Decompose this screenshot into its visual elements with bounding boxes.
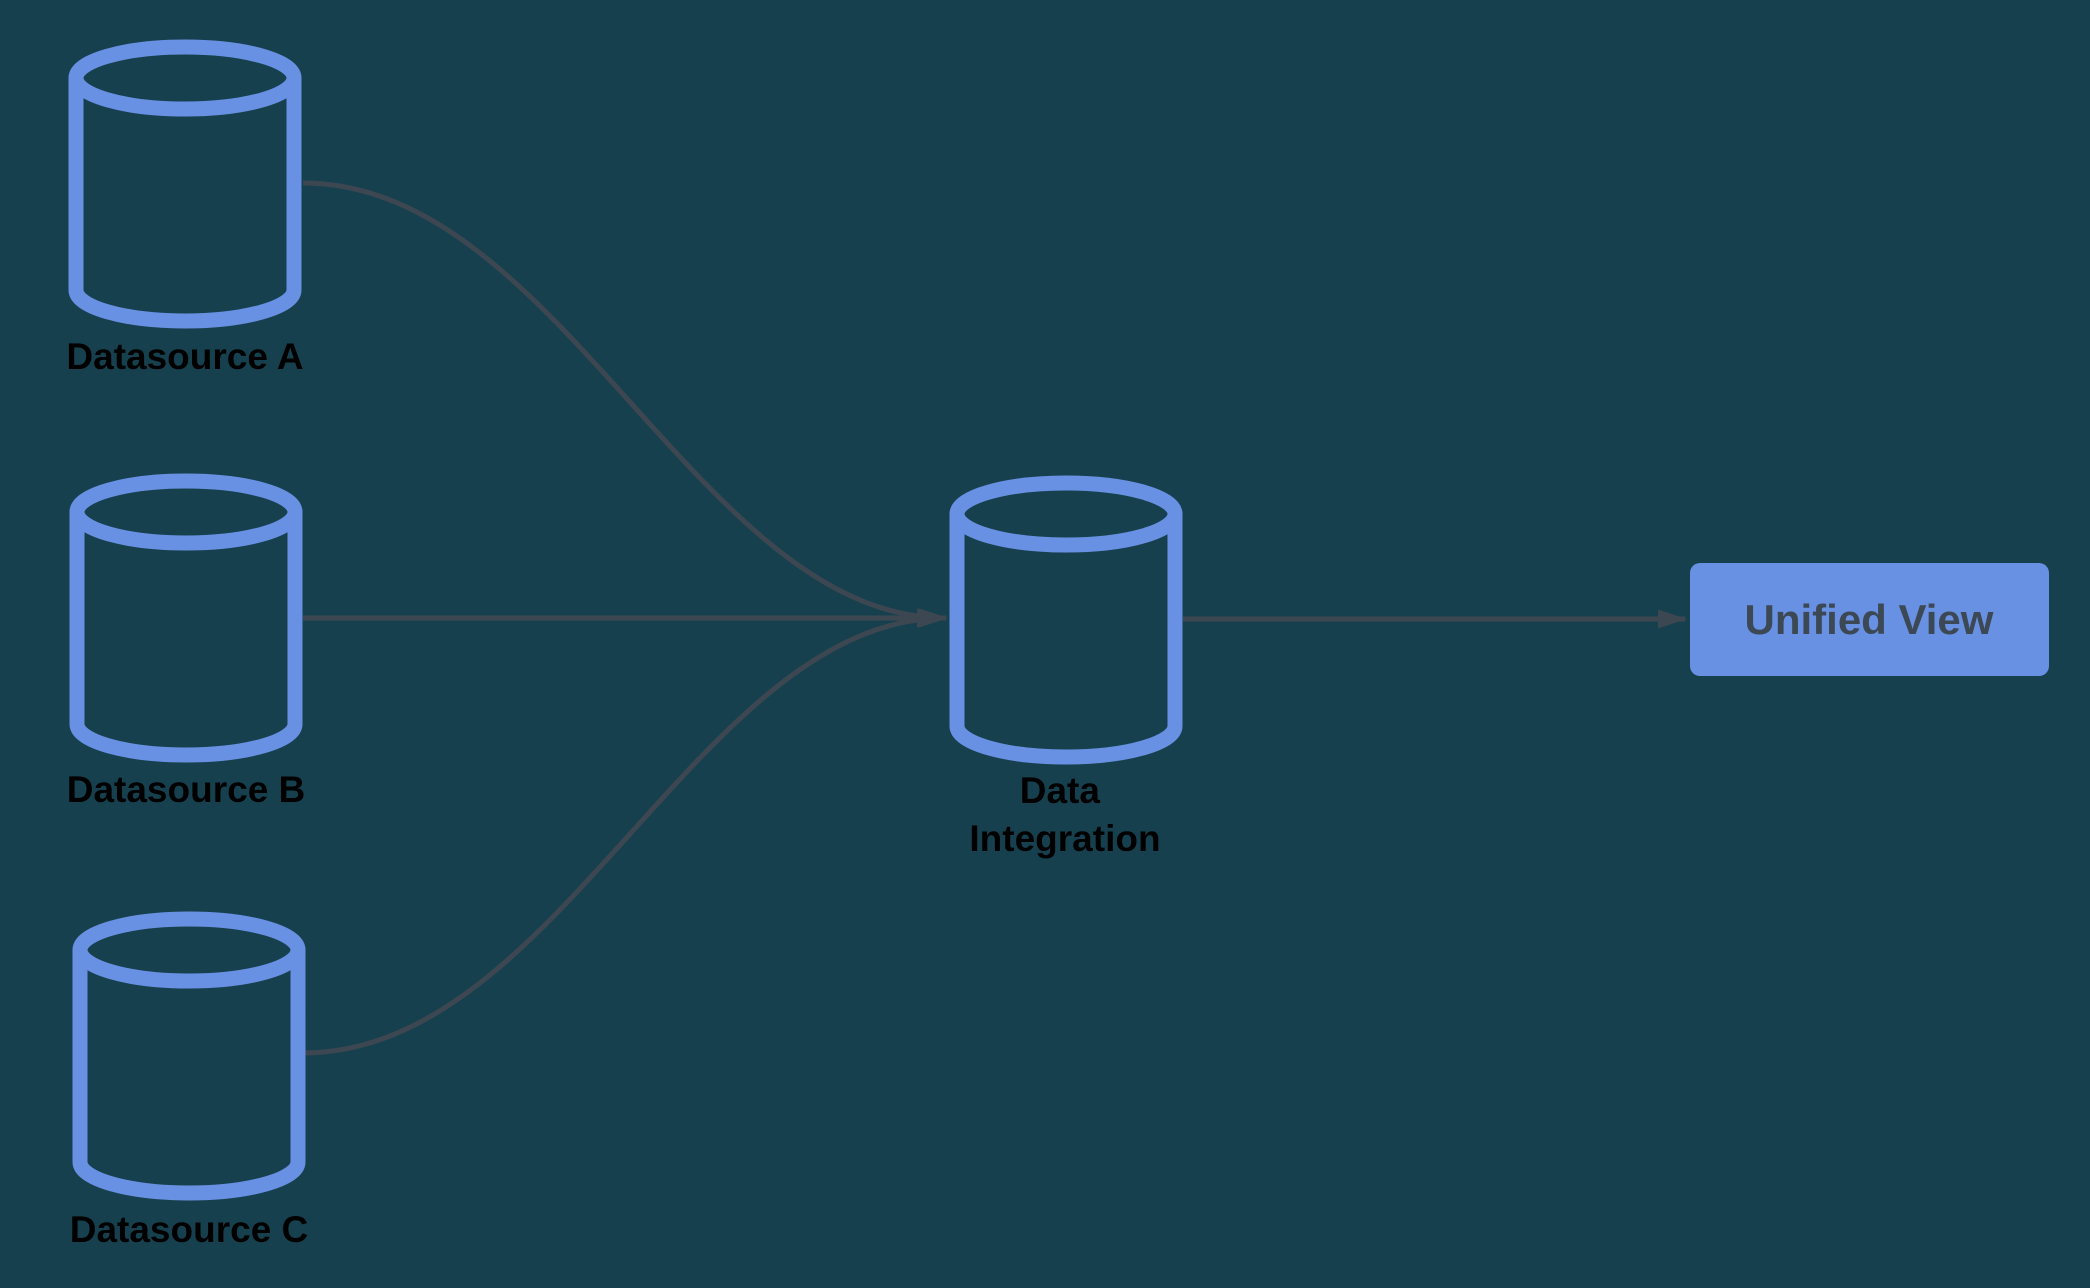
node-label-datasource-b: Datasource B <box>67 769 306 810</box>
node-datasource-c: Datasource C <box>70 919 309 1250</box>
node-data-integration: Data Integration <box>957 483 1175 859</box>
node-datasource-a: Datasource A <box>66 47 304 377</box>
database-icon <box>76 47 294 321</box>
node-datasource-b: Datasource B <box>67 481 306 810</box>
database-icon <box>957 483 1175 757</box>
edges-group <box>302 180 1687 1056</box>
node-label-unified-view: Unified View <box>1745 596 1994 643</box>
edge-datasource-a-to-integration <box>302 180 948 628</box>
node-label-datasource-a: Datasource A <box>66 336 303 377</box>
node-label-datasource-c: Datasource C <box>70 1209 309 1250</box>
unified-view-box <box>1690 563 2049 676</box>
node-unified-view: Unified View <box>1690 563 2049 676</box>
database-icon <box>77 481 295 755</box>
database-icon <box>80 919 298 1193</box>
edge-datasource-c-to-integration <box>302 608 948 1056</box>
node-label-data-integration: Data Integration <box>969 770 1160 859</box>
